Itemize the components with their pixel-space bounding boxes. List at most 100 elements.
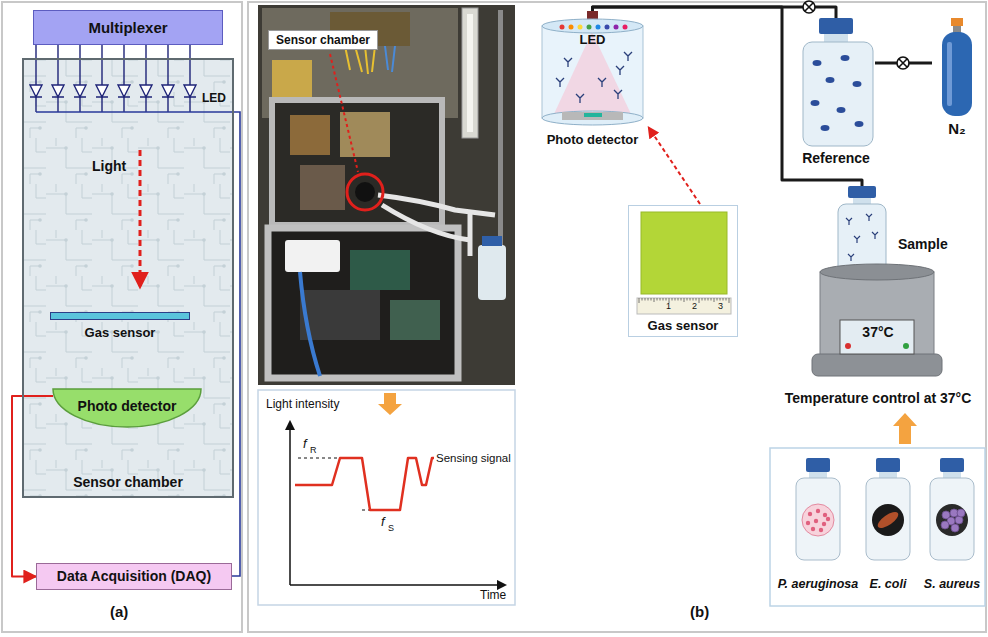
culture-bottle-drawing-part (936, 504, 968, 536)
culture-bottle-drawing (922, 458, 982, 594)
panel-frame-part (2, 2, 242, 632)
gas-tube (593, 7, 837, 18)
device-photo-part (355, 182, 375, 202)
node-text: Sample (898, 236, 948, 253)
sample-bottle-drawing-part (846, 218, 852, 225)
sample-bottle-drawing-part (853, 198, 871, 204)
sensor-pointer (649, 128, 700, 204)
culture-bottle-drawing-part (957, 509, 965, 517)
node-text: Gas sensor (85, 325, 156, 341)
reference-bottle-drawing-part (855, 121, 864, 127)
valve-symbol-part (899, 59, 907, 67)
culture-panel-part (770, 448, 985, 606)
culture-bottle-drawing-part (809, 472, 827, 478)
device-photo-part (345, 46, 375, 74)
device-photo-part (290, 115, 330, 155)
heater-drawing-part (820, 272, 934, 360)
gas-sensor-inset-drawing-part (641, 212, 727, 294)
node-text: Reference (802, 150, 870, 167)
culture-bottle-drawing-part (943, 472, 961, 478)
node-text: 37°C (862, 324, 893, 341)
culture-bottle: S. aureus (922, 458, 982, 594)
culture-bottle-drawing-part (819, 528, 823, 532)
node-text: Gas sensor (648, 318, 719, 334)
gas-cylinder: N₂ (932, 18, 982, 138)
reference-bottle-drawing-part (826, 77, 835, 83)
sample-bottle: Sample (832, 186, 892, 276)
ruler-number: 1 (666, 301, 671, 312)
heater-drawing-part (845, 343, 851, 349)
culture-bottle-drawing-part (941, 521, 949, 529)
axis-label: Light intensity (266, 397, 339, 411)
light-ray-part (139, 150, 142, 286)
culture-bottle-drawing-part (811, 527, 815, 531)
panel-frame-part (248, 2, 986, 632)
device-photo-part (385, 46, 395, 72)
led-chamber-drawing-part (576, 94, 584, 103)
led-array-part (30, 85, 196, 97)
device-photo-part (300, 165, 345, 210)
culture-bottle-drawing-part (802, 504, 834, 536)
device-photo-part (330, 54, 358, 172)
led-chamber-drawing-part (596, 25, 601, 30)
device-photo-part (378, 195, 495, 256)
device-photo-part (462, 8, 478, 138)
node-text: Temperature control at 37°C (785, 390, 972, 407)
signal-graph-part (295, 458, 434, 510)
gas-sensor-inset-drawing-part (639, 298, 729, 303)
sensor-pointer-part (649, 128, 700, 204)
device-photo-part (272, 60, 312, 100)
node-text: Data Acquisition (DAQ) (57, 568, 211, 585)
gas-cylinder-drawing-part (951, 18, 963, 26)
device-photo-part (268, 228, 458, 378)
signal-graph-part (378, 393, 402, 415)
led-chamber-drawing-part (584, 113, 602, 117)
node-text: LED (580, 32, 606, 48)
heater: 37°C Temperature control at 37°C (770, 262, 986, 408)
gas-sensor-inset: Gas sensor (628, 205, 738, 337)
daq-box: Data Acquisition (DAQ) (36, 563, 232, 590)
device-photo-part (340, 112, 390, 157)
node-text: Photo detector (547, 132, 639, 148)
node-text: Photo detector (78, 398, 177, 415)
culture-bottle-drawing (860, 458, 916, 594)
led-chamber: LEDPhoto detector (540, 18, 645, 126)
axis-label: Time (480, 588, 506, 602)
signal-symbol: f (303, 436, 307, 451)
gas-sensor-film: Gas sensor (50, 312, 190, 348)
device-photo-part (467, 14, 473, 132)
reference-bottle-drawing-part (819, 18, 853, 34)
heater-drawing-part (840, 320, 914, 354)
sample-bottle-drawing-part (866, 214, 872, 221)
light-label: Light (92, 158, 126, 174)
sample-bottle-drawing-part (848, 186, 876, 198)
device-photo-part (258, 5, 515, 385)
led-chamber-drawing-part (556, 78, 564, 87)
culture-bottle-drawing-part (822, 522, 826, 526)
reference-bottle-drawing-part (853, 81, 862, 87)
photo-detector: Photo detector (52, 388, 202, 428)
reference-bottle-drawing-part (803, 42, 873, 146)
culture-bottle-drawing-part (940, 458, 964, 472)
culture-bottle: P. aeruginosa (772, 458, 864, 594)
led-chamber-drawing-part (598, 78, 606, 87)
reference-bottle-drawing (797, 18, 875, 168)
valve-symbol-part (803, 1, 815, 13)
culture-bottle-drawing-part (823, 513, 827, 517)
culture-bottle-drawing-part (806, 521, 810, 525)
valve-symbol-part (805, 3, 813, 11)
led-chamber-drawing-part (562, 112, 623, 120)
led-chamber-drawing-part (564, 58, 572, 67)
sample-bottle-drawing-part (848, 254, 854, 261)
gas-cylinder-drawing-part (942, 32, 972, 116)
reference-bottle-drawing-part (837, 107, 846, 113)
led-label: LED (202, 91, 226, 105)
culture-bottle-drawing-part (796, 478, 840, 560)
reference-bottle-drawing-part (841, 55, 850, 61)
sample-bottle-drawing (832, 186, 892, 276)
device-photo-part (390, 300, 440, 340)
led-chamber-drawing-part (542, 111, 643, 125)
led-chamber-drawing-part (623, 25, 628, 30)
subscript: R (310, 445, 317, 456)
signal-graph (258, 390, 515, 605)
